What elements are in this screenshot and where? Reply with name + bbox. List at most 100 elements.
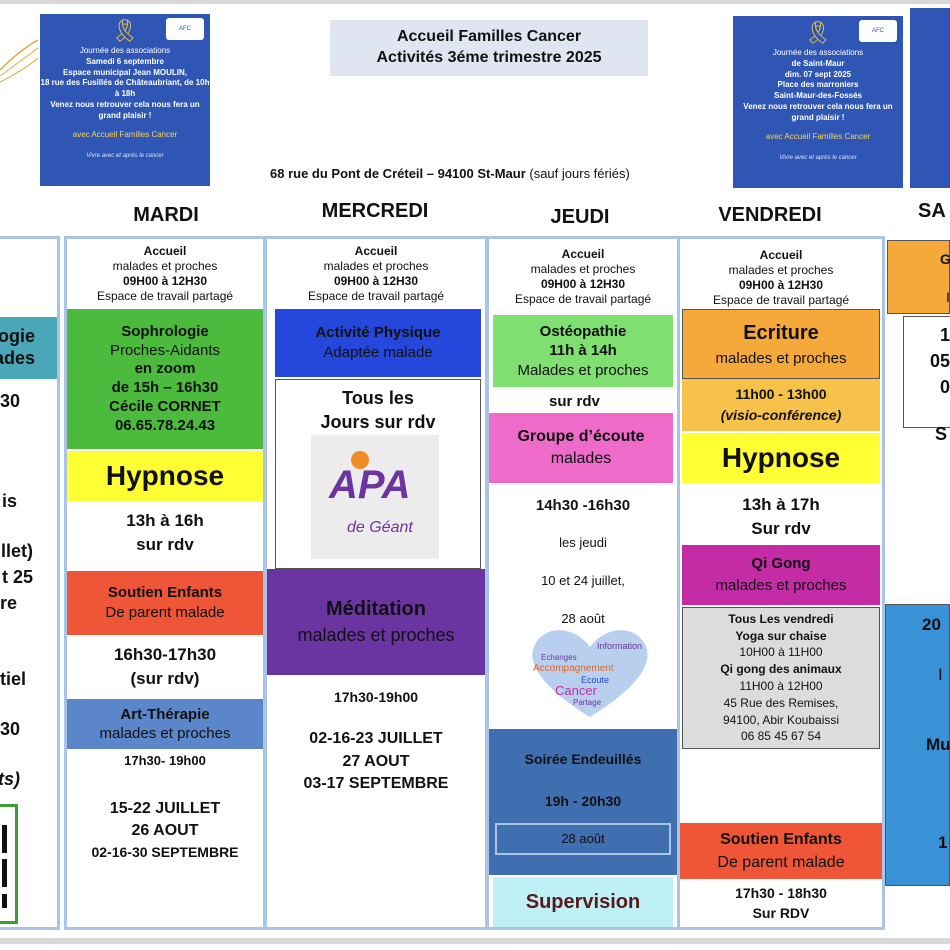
- accueil-block: Accueil malades et proches 09H00 à 12H30…: [680, 245, 882, 311]
- text: Tous Les vendredi: [728, 611, 834, 626]
- hypnose-block: Hypnose: [67, 451, 263, 501]
- poster-line: Saint-Maur-des-Fossés: [773, 91, 863, 101]
- heart-word-cloud: [532, 630, 648, 717]
- poster-avec: avec Accueil Familles Cancer: [765, 131, 871, 141]
- text-fragment: Mu: [926, 735, 950, 754]
- osteo-rdv: sur rdv: [549, 393, 600, 410]
- sophro-text: en zoom: [134, 360, 196, 378]
- heart-word: Cancer: [555, 683, 597, 698]
- art-hours: 17h30- 19h00: [124, 753, 206, 768]
- text: 94100, Abir Koubaissi: [722, 712, 840, 727]
- text: 11H00 à 12H00: [739, 679, 823, 693]
- art-text: malades et proches: [99, 725, 231, 742]
- groupe-title: Groupe d’écoute: [517, 427, 645, 445]
- heart-word: Partage: [573, 698, 602, 707]
- groupe-text: malades: [550, 450, 612, 467]
- column-mardi: Accueil malades et proches 09H00 à 12H30…: [64, 236, 266, 930]
- hypnose-hours: 13h à 16h sur rdv: [67, 503, 263, 563]
- day-header-jeudi: JEUDI: [550, 206, 610, 228]
- accueil-space: Espace de travail partagé: [307, 289, 445, 303]
- page-title: Accueil Familles Cancer Activités 3éme t…: [330, 20, 648, 76]
- text-fragment: ogie: [0, 326, 35, 347]
- supervision-title: Supervision: [525, 891, 641, 913]
- ecriture-hours-block: 11h00 - 13h00 (visio-conférence): [682, 379, 880, 431]
- soiree-title: Soirée Endeuillés: [524, 751, 642, 767]
- text: Qi gong des animaux: [720, 662, 842, 677]
- sophro-text: Cécile CORNET: [109, 397, 221, 415]
- sophro-text: de 15h – 16h30: [111, 379, 219, 396]
- day-header-mardi: MARDI: [133, 204, 199, 226]
- date: 27 AOUT: [342, 752, 410, 770]
- date: 03-17 SEPTEMBRE: [303, 775, 449, 793]
- text: 13h à 17h: [742, 495, 820, 515]
- osteo-text: Malades et proches: [517, 361, 649, 379]
- osteo-title: Ostéopathie: [539, 322, 627, 340]
- soutien-enfants-block: Soutien Enfants De parent malade: [67, 571, 263, 635]
- apa-logo-sub: de Géant: [347, 519, 413, 536]
- activite-physique-block: Activité Physique Adaptée malade: [275, 309, 481, 377]
- poster-line: Samedi 6 septembre: [86, 56, 164, 66]
- soiree-endeuilles-block: Soirée Endeuillés 19h - 20h30 28 août: [489, 729, 677, 875]
- text-fragment: G: [940, 251, 950, 267]
- text-fragment: ts): [0, 769, 20, 789]
- text-fragment: illet): [0, 541, 34, 561]
- poster-line: Venez nous retrouver cela nous fera un g…: [743, 101, 893, 122]
- qigong-text: malades et proches: [715, 577, 847, 594]
- apa-logo-text: APA: [329, 463, 411, 507]
- text: 13h à 16h: [126, 511, 204, 531]
- poster-line: Espace municipal Jean MOULIN,: [62, 67, 188, 77]
- poster-avec: avec Accueil Familles Cancer: [72, 129, 178, 139]
- yoga-qigong-block: Tous Les vendredi Yoga sur chaise 10H00 …: [682, 607, 880, 749]
- supervision-block: Supervision: [493, 877, 673, 927]
- accueil-title: Accueil: [561, 247, 605, 261]
- text-fragment: ades: [0, 348, 35, 368]
- mardi-dates: 15-22 JUILLET 26 AOUT 02-16-30 SEPTEMBRE: [67, 795, 263, 865]
- groupe-hours: 14h30 -16h30: [535, 497, 631, 514]
- apa-frame: [275, 379, 481, 569]
- text-fragment: 1: [938, 833, 948, 852]
- afc-logo: AFC: [166, 18, 204, 40]
- apa-de-geant-logo: APA de Géant: [311, 435, 439, 559]
- soutien-title: Soutien Enfants: [720, 830, 842, 848]
- poster-line: dim. 07 sept 2025: [784, 69, 852, 79]
- accueil-hours: 09H00 à 12H30: [738, 278, 824, 292]
- title-line-2: Activités 3éme trimestre 2025: [376, 49, 602, 66]
- text-fragment: t 25: [2, 567, 34, 587]
- text-fragment: 0: [940, 377, 950, 397]
- poster-line: Venez nous retrouver cela nous fera un g…: [50, 99, 200, 120]
- ribbon-icon: 🎗: [804, 20, 832, 45]
- address-note: (sauf jours fériés): [529, 166, 630, 181]
- text: 06 85 45 67 54: [740, 729, 822, 744]
- date: 15-22 JUILLET: [109, 799, 221, 817]
- column-samedi-partial: G I 1 05 0 S 20 I Mu 1: [885, 236, 950, 930]
- poster-journee-associations-left: AFC 🎗 Journée des associations Samedi 6 …: [40, 14, 210, 186]
- apa-title: Activité Physique: [315, 323, 441, 341]
- accueil-who: malades et proches: [112, 259, 218, 273]
- groupe-ecoute-block: Groupe d’écoute malades: [489, 413, 673, 483]
- soutien-hours: 16h30-17h30 (sur rdv): [67, 639, 263, 695]
- accueil-block: Accueil malades et proches 09H00 à 12H30…: [489, 243, 677, 311]
- meditation-title: Méditation: [326, 598, 426, 621]
- sophrologie-block: Sophrologie Proches-Aidants en zoom de 1…: [67, 309, 263, 449]
- accueil-block: Accueil malades et proches 09H00 à 12H30…: [67, 241, 263, 307]
- text-fragment: 20: [922, 615, 941, 634]
- groupe-text: les jeudi: [559, 535, 607, 550]
- column-jeudi: Accueil malades et proches 09H00 à 12H30…: [486, 236, 680, 930]
- heart-word: Ecoute: [581, 675, 610, 685]
- column-lundi-partial: ogie ades 30 is illet) t 25 re tiel 30 t…: [0, 236, 60, 930]
- heart-word: Echanges: [541, 653, 577, 662]
- column-mercredi: Accueil malades et proches 09H00 à 12H30…: [264, 236, 488, 930]
- poster-signature: Vivre avec et après le cancer: [779, 155, 857, 162]
- text: Yoga sur chaise: [735, 628, 827, 643]
- text: 11h00 - 13h00: [735, 386, 827, 402]
- text: Sur RDV: [752, 905, 810, 921]
- text: (sur rdv): [130, 669, 200, 688]
- accueil-title: Accueil: [143, 244, 187, 258]
- accueil-who: malades et proches: [728, 263, 834, 277]
- text-fragment: 30: [0, 391, 21, 411]
- art-title: Art-Thérapie: [120, 705, 210, 723]
- black-bar: [2, 825, 7, 853]
- text: 10H00 à 11H00: [739, 645, 823, 660]
- accueil-title: Accueil: [354, 244, 398, 258]
- heart-word: Accompagnement: [533, 663, 614, 674]
